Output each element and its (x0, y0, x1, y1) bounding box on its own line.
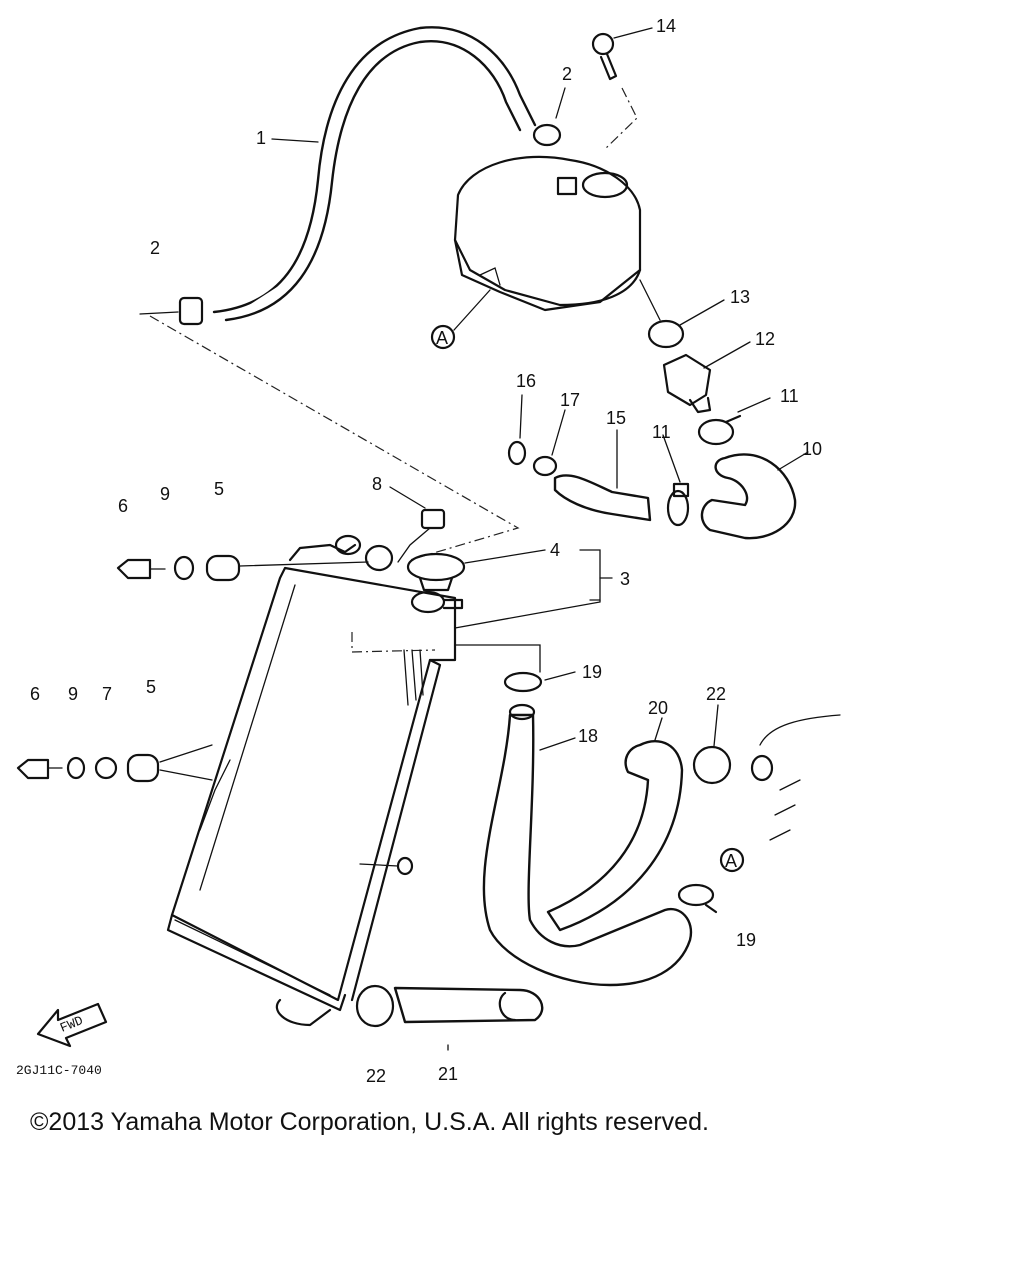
hose-clamp-lower (662, 434, 690, 527)
callout-17: 17 (560, 390, 580, 410)
reference-mark-a-top: A (430, 289, 491, 350)
hose-clip-top (532, 87, 566, 147)
radiator-cap (406, 549, 613, 629)
outlet-fitting (662, 341, 751, 414)
joint-pipe (553, 429, 652, 522)
callout-5: 5 (214, 479, 224, 499)
drawing-code: 2GJ11C-7040 (16, 1063, 102, 1078)
callout-4: 4 (550, 540, 560, 560)
callout-22: 22 (366, 1066, 386, 1086)
reference-mark-a-right: A (719, 847, 745, 873)
callout-1: 1 (256, 128, 266, 148)
callout-18: 18 (578, 726, 598, 746)
bolt (591, 27, 653, 151)
reservoir-tank (453, 155, 642, 312)
radiator-hose-lower (482, 703, 693, 987)
gasket (639, 279, 725, 349)
hose-clamp-upper (697, 397, 771, 446)
callout-15: 15 (606, 408, 626, 428)
callout-5: 5 (146, 677, 156, 697)
hose-clamp-19-upper (454, 644, 576, 693)
forward-direction-arrow: FWD (36, 1002, 108, 1048)
callout-11: 11 (652, 422, 671, 442)
copyright-notice: ©2013 Yamaha Motor Corporation, U.S.A. A… (30, 1108, 709, 1136)
overflow-hose (212, 26, 537, 322)
hose-clamp-19-lower (677, 883, 718, 914)
reference-letter: A (436, 328, 448, 348)
callout-12: 12 (755, 329, 775, 349)
radiator-hose-bottom (355, 984, 544, 1051)
callout-9: 9 (160, 484, 170, 504)
callout-2: 2 (562, 64, 572, 84)
hose-clip-left (139, 296, 204, 326)
callout-10: 10 (802, 439, 822, 459)
callout-2: 2 (150, 238, 160, 258)
callout-20: 20 (648, 698, 668, 718)
o-ring (507, 394, 527, 466)
callouts: 1 2 2 3 4 5 5 6 6 7 8 9 9 10 11 11 12 13… (30, 16, 822, 1086)
callout-9: 9 (68, 684, 78, 704)
callout-19: 19 (736, 930, 756, 950)
joint-ring (532, 409, 566, 477)
radiator-hose-upper (700, 451, 809, 540)
callout-7: 7 (102, 684, 112, 704)
callout-16: 16 (516, 371, 536, 391)
parts-diagram: A (16, 16, 841, 1086)
callout-22: 22 (706, 684, 726, 704)
reference-letter: A (725, 851, 737, 871)
engine-outline (750, 714, 841, 841)
callout-8: 8 (372, 474, 382, 494)
mounting-grommets-lower (16, 744, 213, 783)
callout-13: 13 (730, 287, 750, 307)
callout-6: 6 (118, 496, 128, 516)
callout-21: 21 (438, 1064, 458, 1084)
callout-3: 3 (620, 569, 630, 589)
callout-6: 6 (30, 684, 40, 704)
callout-19: 19 (582, 662, 602, 682)
callout-14: 14 (656, 16, 676, 36)
radiator (166, 534, 464, 1027)
mounting-grommets-upper (116, 554, 369, 582)
radiator-clip (389, 486, 446, 563)
hose-clamp-22-right (692, 704, 732, 785)
water-pipe (546, 717, 684, 932)
callout-11: 11 (780, 386, 799, 406)
